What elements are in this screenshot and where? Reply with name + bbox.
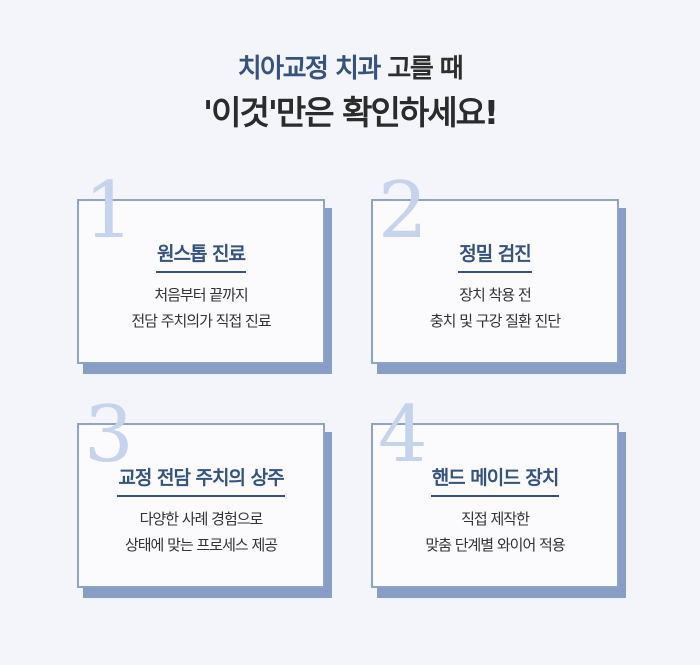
card-desc-line2: 상태에 맞는 프로세스 제공 <box>124 536 278 554</box>
card-desc-line1: 장치 착용 전 <box>459 286 532 304</box>
card-title: 교정 전담 주치의 상주 <box>117 466 285 497</box>
card-description: 장치 착용 전 충치 및 구강 질환 진단 <box>373 282 617 334</box>
card-number: 4 <box>378 390 428 480</box>
card-desc-line2: 충치 및 구강 질환 진단 <box>429 312 561 330</box>
card-body: 핸드 메이드 장치 직접 제작한 맞춤 단계별 와이어 적용 <box>371 423 619 588</box>
card-body: 원스톱 진료 처음부터 끝까지 전담 주치의가 직접 진료 <box>77 199 325 364</box>
card-number: 1 <box>84 166 134 256</box>
card-title: 원스톱 진료 <box>155 242 246 273</box>
heading-line1: 치아교정 치과 고를 때 <box>0 52 700 86</box>
card-desc-line1: 처음부터 끝까지 <box>154 286 248 304</box>
card-number: 3 <box>84 390 134 480</box>
card-desc-line1: 직접 제작한 <box>461 510 530 528</box>
heading-line2: '이것'만은 확인하세요! <box>203 93 499 132</box>
feature-card-4: 핸드 메이드 장치 직접 제작한 맞춤 단계별 와이어 적용 4 <box>371 395 626 598</box>
card-desc-line2: 전담 주치의가 직접 진료 <box>131 312 271 330</box>
feature-card-2: 정밀 검진 장치 착용 전 충치 및 구강 질환 진단 2 <box>371 171 626 374</box>
card-desc-line2: 맞춤 단계별 와이어 적용 <box>425 536 565 554</box>
card-description: 처음부터 끝까지 전담 주치의가 직접 진료 <box>79 282 323 334</box>
page-heading: 치아교정 치과 고를 때 '이것'만은 확인하세요! <box>0 52 700 134</box>
card-number: 2 <box>378 166 428 256</box>
card-body: 정밀 검진 장치 착용 전 충치 및 구강 질환 진단 <box>371 199 619 364</box>
feature-card-1: 원스톱 진료 처음부터 끝까지 전담 주치의가 직접 진료 1 <box>77 171 332 374</box>
card-title: 정밀 검진 <box>458 242 532 273</box>
card-description: 직접 제작한 맞춤 단계별 와이어 적용 <box>373 506 617 558</box>
card-body: 교정 전담 주치의 상주 다양한 사례 경험으로 상태에 맞는 프로세스 제공 <box>77 423 325 588</box>
feature-card-3: 교정 전담 주치의 상주 다양한 사례 경험으로 상태에 맞는 프로세스 제공 … <box>77 395 332 598</box>
heading-line1-rest: 고를 때 <box>379 54 463 84</box>
heading-accent: 치아교정 치과 <box>237 54 382 84</box>
card-description: 다양한 사례 경험으로 상태에 맞는 프로세스 제공 <box>79 506 323 558</box>
card-desc-line1: 다양한 사례 경험으로 <box>139 510 264 528</box>
card-title: 핸드 메이드 장치 <box>430 466 560 497</box>
